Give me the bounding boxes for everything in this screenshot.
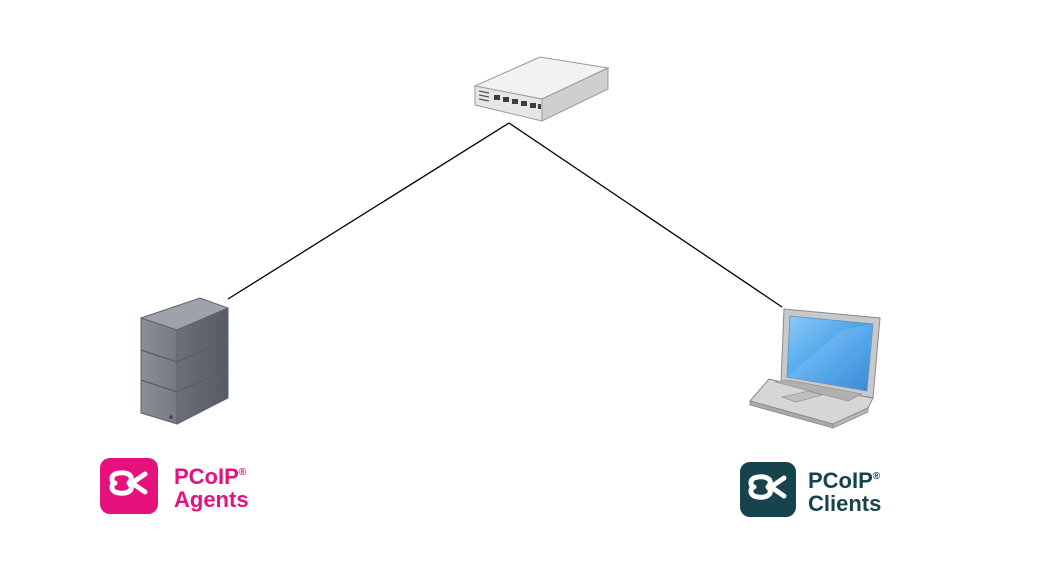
laptop-icon bbox=[749, 308, 881, 429]
pcoip-clients-logo: PCoIP® Clients bbox=[740, 462, 881, 517]
server-tower-icon bbox=[139, 297, 230, 425]
link-switch-to-laptop bbox=[508, 122, 783, 308]
pcoip-logo-icon bbox=[740, 462, 796, 517]
clients-logo-line2: Clients bbox=[808, 491, 881, 516]
pcoip-logo-icon bbox=[100, 458, 158, 514]
agents-registered-mark: ® bbox=[239, 467, 247, 478]
clients-registered-mark: ® bbox=[873, 471, 881, 482]
clients-logo-line1: PCoIP bbox=[808, 468, 873, 493]
svg-text:PCoIP®: PCoIP® bbox=[808, 468, 881, 493]
link-switch-to-server bbox=[227, 122, 510, 300]
svg-text:PCoIP®: PCoIP® bbox=[174, 464, 247, 489]
agents-logo-line1: PCoIP bbox=[174, 464, 239, 489]
pcoip-agents-logo: PCoIP® Agents bbox=[100, 458, 249, 514]
network-switch-icon bbox=[473, 56, 610, 122]
agents-logo-line2: Agents bbox=[174, 487, 249, 512]
